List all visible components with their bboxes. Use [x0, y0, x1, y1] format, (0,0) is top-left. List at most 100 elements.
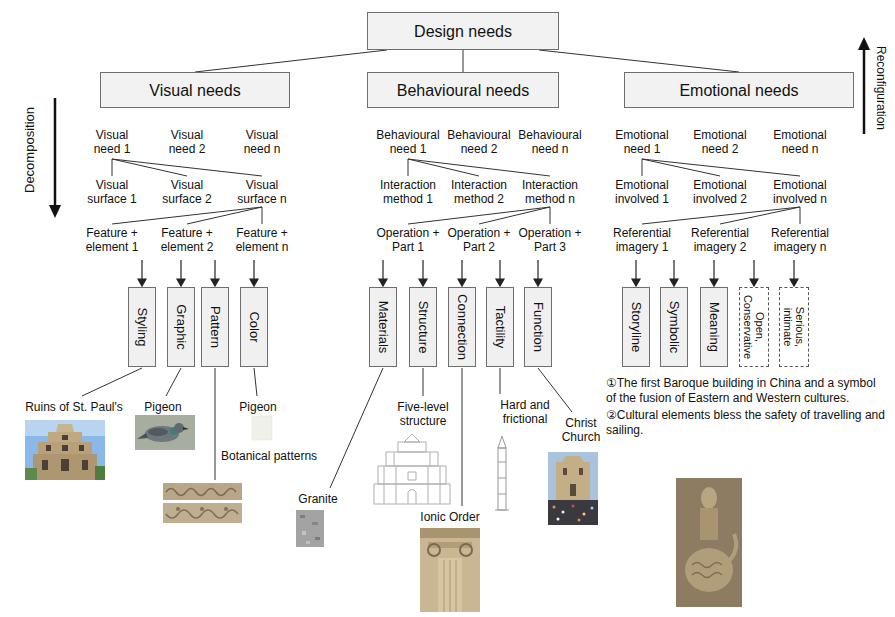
decomposition-arrow	[54, 98, 57, 206]
tower-drawing	[495, 436, 509, 510]
ruins-photo	[25, 420, 105, 480]
botanical-pattern-photo	[163, 483, 242, 523]
relief-photo	[700, 508, 718, 540]
christ-church-photo	[557, 518, 560, 521]
granite-photo	[306, 541, 310, 544]
connector	[463, 50, 464, 72]
ruins-photo	[48, 432, 82, 442]
granite-photo	[300, 515, 305, 518]
feed-arrow	[673, 260, 674, 280]
sub-need-label: Visual surface n	[232, 178, 292, 206]
feed-arrow	[379, 279, 387, 286]
feed-arrow	[632, 279, 640, 286]
image-caption: Ruins of St. Paul's	[11, 400, 137, 414]
node-text: Serious, intimate	[782, 291, 806, 363]
ionic-order-photo	[438, 558, 462, 612]
node-text: Connection	[455, 291, 469, 363]
color-swatch	[252, 416, 272, 440]
christ-church-photo	[548, 452, 598, 525]
leader-line	[500, 368, 501, 394]
structure-drawing	[378, 466, 446, 484]
node-text: Tactility	[493, 291, 507, 363]
feed-arrow	[141, 260, 142, 280]
sub-need-label: Emotional involved n	[765, 178, 835, 206]
granite-photo	[315, 537, 320, 540]
image-caption: Pigeon	[141, 400, 185, 414]
element-label: Referential imagery 1	[606, 226, 678, 254]
decomposition-arrow	[49, 205, 61, 218]
image-caption: Pigeon	[236, 400, 280, 414]
ruins-photo	[46, 445, 51, 451]
sub-need-label: Visual surface 1	[82, 178, 142, 206]
feed-arrow	[710, 279, 718, 286]
node-text: Graphic	[174, 291, 188, 363]
pigeon-photo	[135, 415, 195, 450]
granite-photo	[302, 531, 306, 535]
tree-line	[642, 159, 800, 176]
element-label: Referential imagery 2	[684, 226, 756, 254]
dashed-attribute-box: Serious, intimate	[779, 287, 809, 367]
feed-arrow	[670, 279, 678, 286]
connector	[195, 50, 387, 72]
relief-photo	[685, 548, 733, 592]
leader-line	[215, 368, 216, 480]
sub-need-label: Interaction method n	[517, 178, 583, 206]
image-caption: Hard and frictional	[492, 398, 558, 426]
tree-line	[408, 207, 550, 224]
need-category-box: Emotional needs	[624, 72, 854, 108]
image-caption: Granite	[294, 492, 342, 506]
need-label: Behavioural need n	[516, 128, 584, 156]
node-text: Materials	[376, 291, 390, 363]
christ-church-photo	[579, 468, 583, 475]
ruins-photo	[56, 424, 74, 432]
node-text: Design needs	[414, 22, 512, 41]
leader-line	[462, 368, 463, 506]
feed-arrow	[211, 279, 219, 286]
node-text: Storyline	[629, 291, 643, 363]
tree-line	[112, 159, 800, 224]
node-text: Behavioural needs	[397, 81, 530, 100]
attribute-box: Structure	[409, 287, 437, 367]
pigeon-photo	[148, 428, 168, 436]
feed-arrow	[713, 260, 714, 280]
node-text: Symbolic	[667, 291, 681, 363]
ruins-photo	[61, 459, 69, 471]
element-label: Operation + Part 3	[517, 226, 583, 254]
ruins-photo	[82, 460, 88, 470]
leader-line	[423, 368, 424, 396]
node-text: Structure	[416, 291, 430, 363]
structure-drawing	[398, 442, 426, 452]
leader-line	[330, 368, 383, 488]
need-category-box: Visual needs	[100, 72, 290, 108]
tower-drawing	[495, 462, 509, 510]
christ-church-photo	[591, 507, 594, 510]
feed-arrow	[635, 260, 636, 280]
tree-line	[408, 159, 550, 176]
pigeon-photo	[174, 423, 184, 433]
christ-church-photo	[562, 511, 565, 514]
attribute-box: Color	[240, 287, 268, 367]
ruins-photo	[33, 454, 97, 480]
christ-church-photo	[553, 506, 556, 509]
structure-drawing	[374, 484, 450, 504]
node-text: Visual needs	[149, 81, 240, 100]
attribute-box: Tactility	[486, 287, 514, 367]
attribute-box: Graphic	[167, 287, 195, 367]
tower-drawing	[498, 448, 506, 510]
decomposition-arrow	[49, 98, 61, 218]
feed-arrow	[496, 279, 504, 286]
attribute-box: Meaning	[700, 287, 728, 367]
color-swatch	[252, 416, 272, 440]
christ-church-photo	[548, 500, 598, 525]
botanical-pattern-photo	[163, 483, 242, 500]
node-text: Meaning	[707, 291, 721, 363]
christ-church-photo	[578, 519, 581, 522]
node-text: Open, Conservative	[742, 291, 766, 363]
sub-need-label: Emotional involved 2	[685, 178, 755, 206]
ionic-order-photo	[444, 560, 456, 612]
attribute-box: Connection	[448, 287, 476, 367]
attribute-box: Storyline	[622, 287, 650, 367]
granite-photo	[296, 510, 324, 547]
node-text: Color	[247, 291, 261, 363]
element-label: Operation + Part 2	[446, 226, 512, 254]
